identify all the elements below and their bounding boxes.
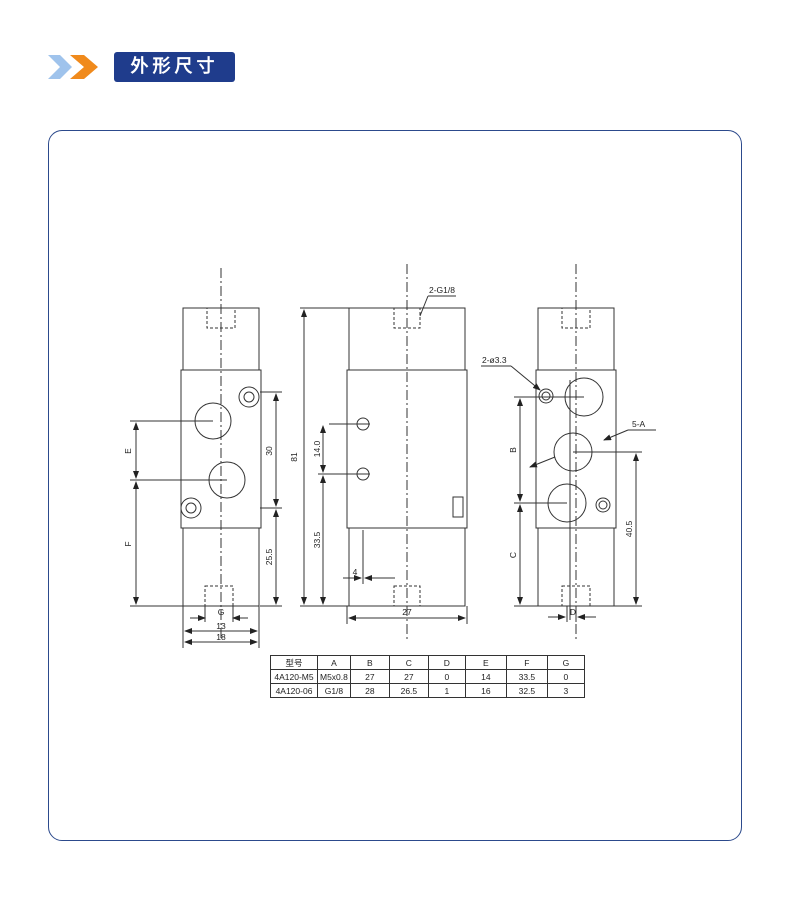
dim-label-40-5: 40.5 — [624, 520, 634, 537]
callout-ports-top: 2-G1/8 — [429, 285, 455, 295]
dim-label-25-5: 25.5 — [264, 548, 274, 565]
section-header: 外形尺寸 — [46, 50, 246, 84]
drawing-frame — [48, 130, 742, 841]
dim-label-33-5: 33.5 — [312, 531, 322, 548]
dim-label-81: 81 — [289, 452, 299, 462]
dim-label-d: D — [570, 607, 576, 617]
table-cell: G1/8 — [317, 683, 351, 698]
double-chevron-icon — [48, 55, 98, 79]
left-view — [130, 268, 282, 648]
table-cell: 0 — [546, 669, 585, 684]
dim-label-b: B — [508, 447, 518, 453]
table-cell: 28 — [349, 683, 390, 698]
table-header-row: 型号 A B C D E F G — [270, 655, 585, 670]
table-header: C — [388, 655, 429, 670]
table-header: G — [546, 655, 585, 670]
table-cell: 32.5 — [505, 683, 548, 698]
dim-label-27: 27 — [402, 607, 412, 617]
table-header: E — [464, 655, 507, 670]
table-cell: 4A120-06 — [270, 683, 318, 698]
table-cell: 0 — [427, 669, 466, 684]
callout-holes: 2-ø3.3 — [482, 355, 507, 365]
table-cell: 33.5 — [505, 669, 548, 684]
table-cell: 1 — [427, 683, 466, 698]
section-title: 外形尺寸 — [114, 52, 235, 82]
table-header: F — [505, 655, 548, 670]
table-header: D — [427, 655, 466, 670]
table-row: 4A120-06 G1/8 28 26.5 1 16 32.5 3 — [270, 683, 585, 698]
table-header: 型号 — [270, 655, 318, 670]
dim-label-f: F — [123, 541, 133, 546]
table-cell: 4A120-M5 — [270, 669, 318, 684]
dimension-table: 型号 A B C D E F G 4A120-M5 M5x0.8 27 27 0… — [270, 655, 585, 698]
table-cell: 16 — [464, 683, 507, 698]
dim-label-14: 14.0 — [312, 440, 322, 457]
table-cell: M5x0.8 — [317, 669, 351, 684]
dim-label-g: G — [218, 607, 225, 617]
dim-label-c: C — [508, 552, 518, 558]
table-cell: 27 — [349, 669, 390, 684]
middle-view — [300, 264, 468, 640]
dim-label-18: 18 — [216, 632, 226, 642]
table-row: 4A120-M5 M5x0.8 27 27 0 14 33.5 0 — [270, 669, 585, 684]
dim-label-4: 4 — [353, 567, 358, 577]
callout-ports-side: 5-A — [632, 419, 646, 429]
table-header: A — [317, 655, 351, 670]
right-view — [481, 264, 656, 640]
dim-label-13: 13 — [216, 621, 226, 631]
table-cell: 26.5 — [388, 683, 429, 698]
table-header: B — [349, 655, 390, 670]
table-cell: 3 — [546, 683, 585, 698]
table-cell: 27 — [388, 669, 429, 684]
table-cell: 14 — [464, 669, 507, 684]
dim-label-e: E — [123, 448, 133, 454]
dim-label-30: 30 — [264, 446, 274, 456]
